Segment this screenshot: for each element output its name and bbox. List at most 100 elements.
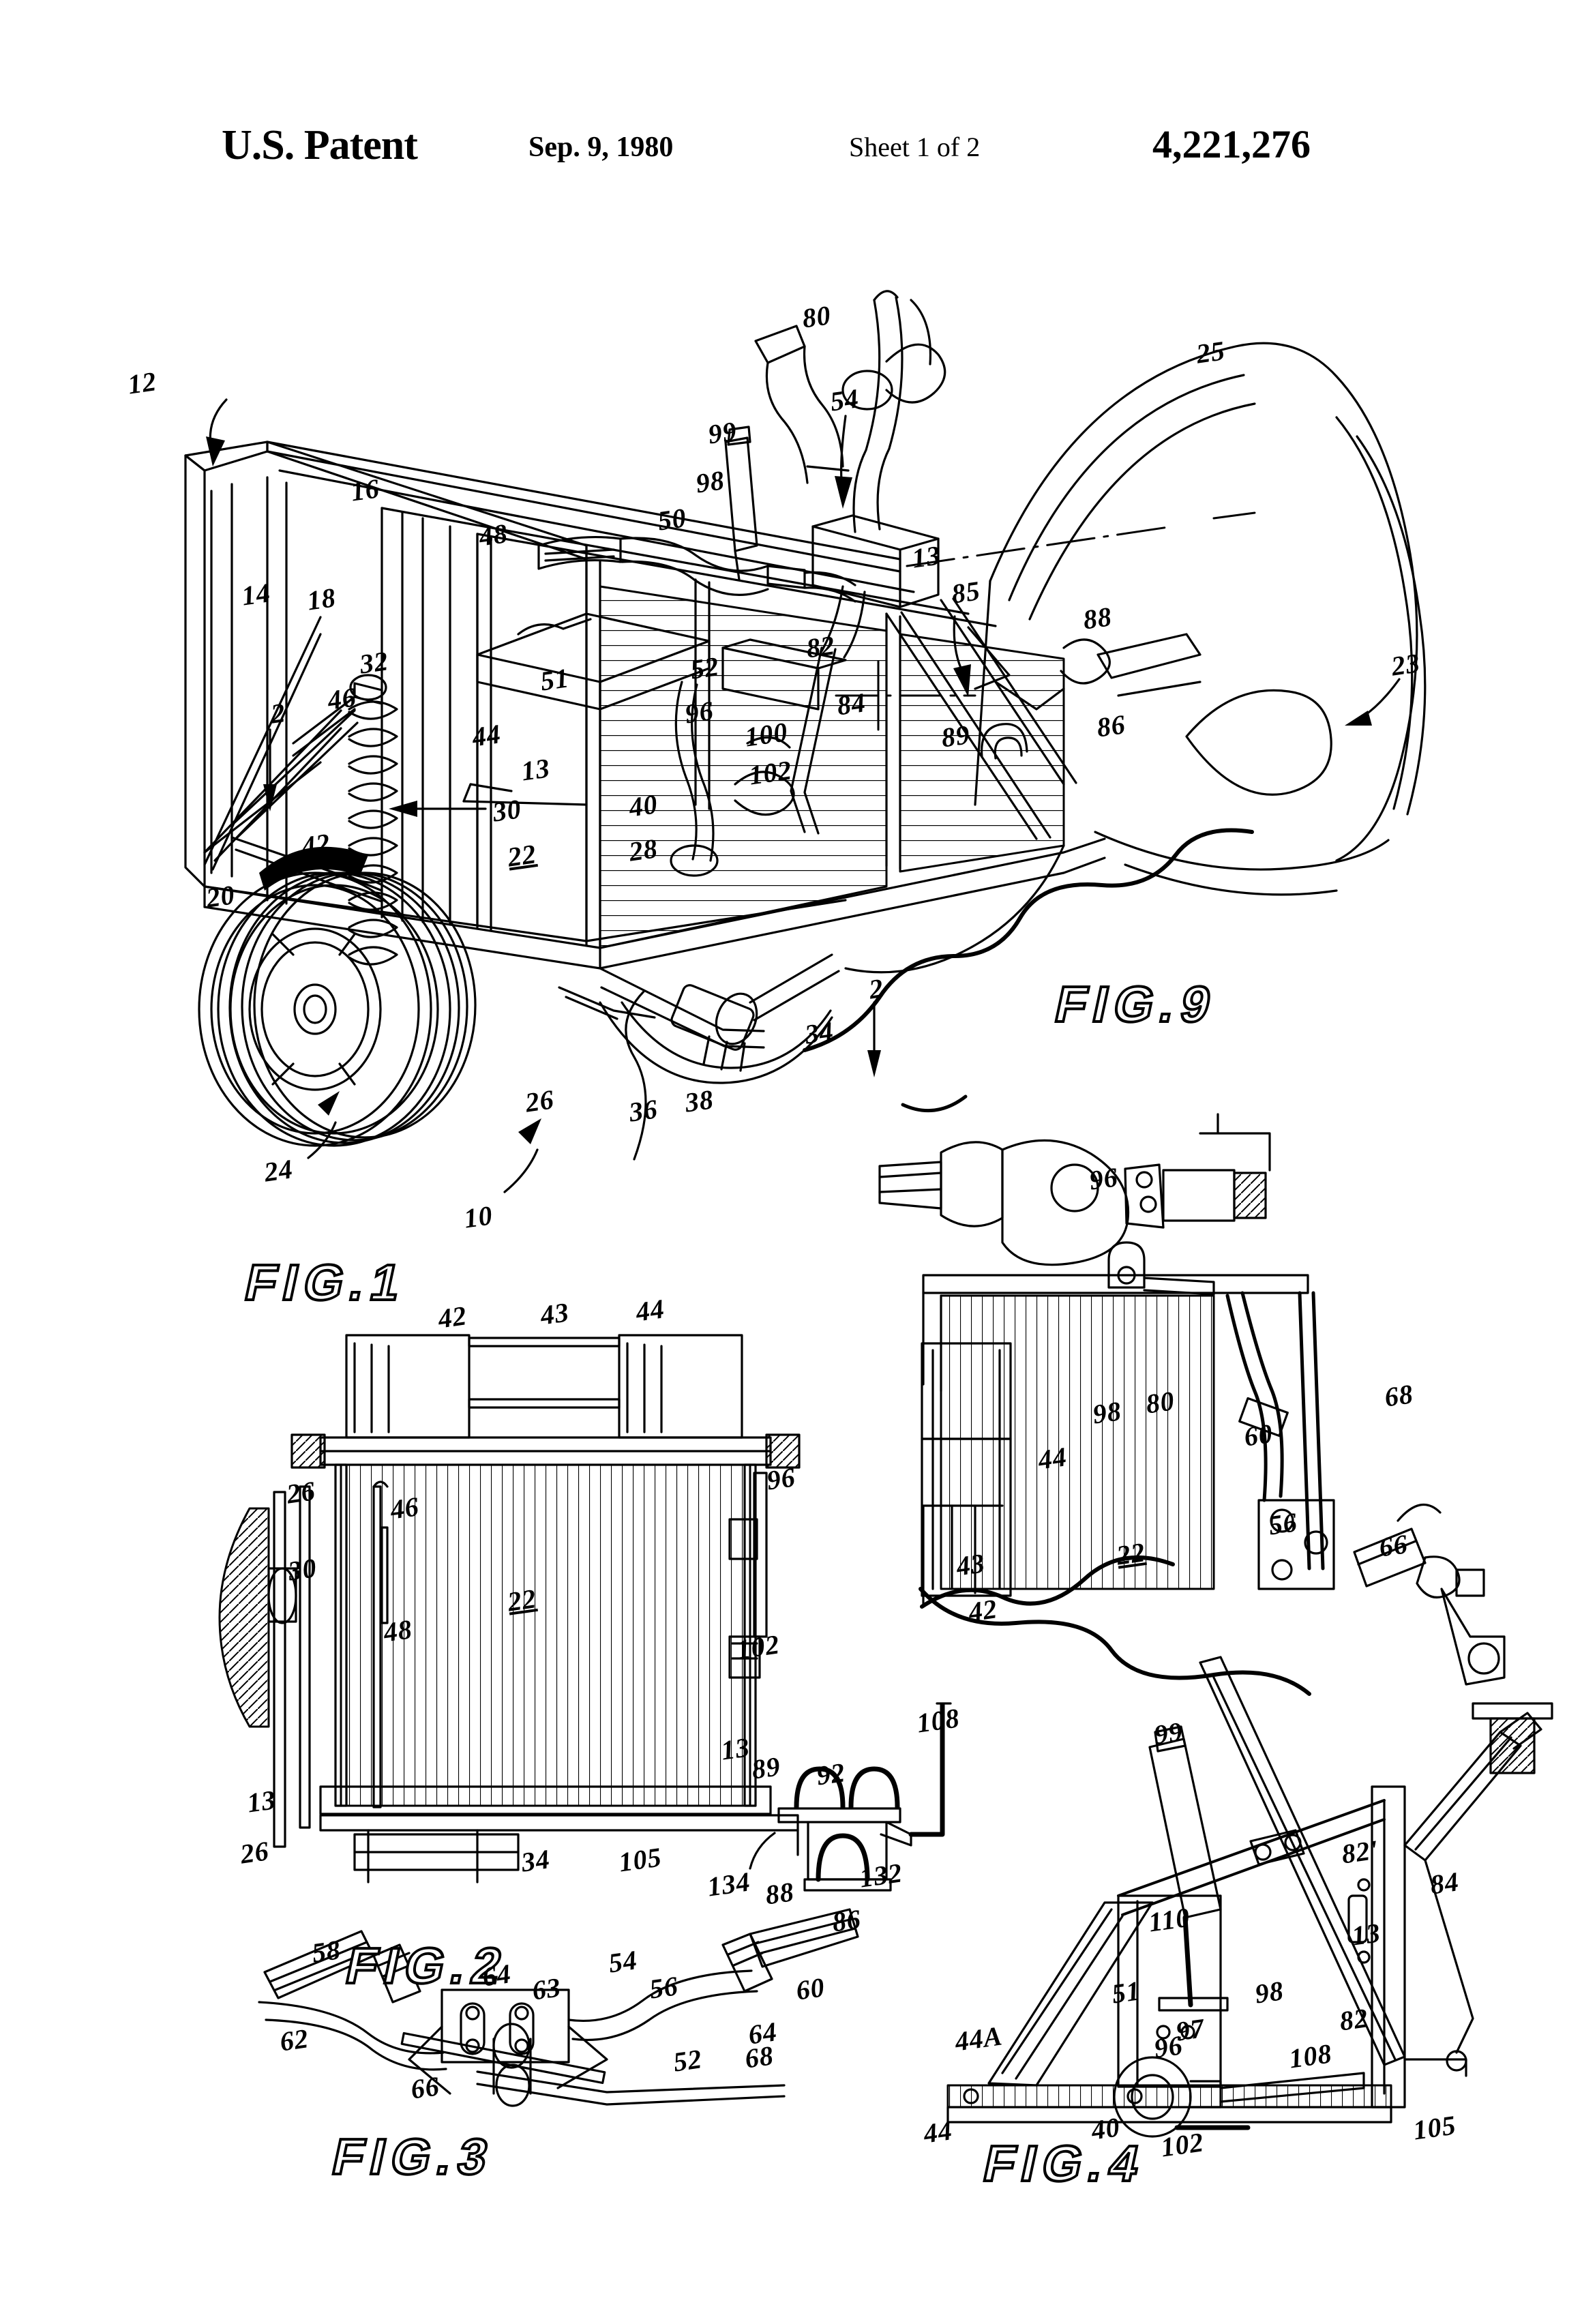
reference-numeral: 26 [523, 1084, 556, 1118]
reference-numeral: 13 [719, 1731, 752, 1766]
reference-numeral: 13 [519, 752, 552, 787]
reference-numeral: 51 [538, 662, 571, 697]
reference-numeral: 88 [763, 1876, 796, 1911]
fig1-arrow-12 [206, 398, 228, 466]
reference-numeral: 22 [505, 1583, 539, 1618]
fig1-arrow-54 [835, 415, 852, 509]
fig1-arrow-24 [307, 1091, 340, 1159]
reference-numeral: 96 [1152, 2029, 1185, 2064]
reference-numeral: 132 [857, 1857, 905, 1894]
reference-numeral: 100 [743, 716, 790, 753]
reference-numeral: 60 [1242, 1418, 1275, 1452]
reference-numeral: 64 [480, 1958, 513, 1993]
reference-numeral: 66 [1377, 1528, 1410, 1563]
reference-numeral: 40 [1089, 2111, 1122, 2146]
reference-numeral: 10 [462, 1200, 495, 1234]
reference-numeral: 42 [966, 1593, 1000, 1628]
reference-numeral: 68 [743, 2040, 776, 2074]
reference-numeral: 96 [683, 695, 716, 730]
reference-numeral: 92 [814, 1757, 848, 1791]
reference-numeral: 28 [627, 833, 660, 867]
reference-numeral: 82 [804, 629, 837, 664]
reference-numeral: 42 [299, 827, 333, 862]
reference-numeral: 68 [1382, 1378, 1416, 1413]
reference-numeral: 134 [705, 1866, 753, 1903]
fig1-fender-break [599, 990, 833, 1161]
fig1-vehicle-body-outline [803, 342, 1427, 1052]
figure-caption-fig4: FIG.4 [977, 2134, 1152, 2193]
fig1-arrow-23 [1345, 678, 1401, 726]
patent-date: Sep. 9, 1980 [528, 132, 674, 163]
reference-numeral: 13 [1349, 1917, 1383, 1952]
reference-numeral: 46 [388, 1491, 421, 1525]
fig9-assembly [878, 1094, 1335, 1696]
reference-numeral: 63 [530, 1971, 563, 2006]
reference-numeral: 108 [914, 1702, 962, 1739]
reference-numeral: 82' [1339, 1834, 1381, 1870]
reference-numeral: 98 [693, 464, 727, 499]
fig1-assembly [184, 290, 1427, 1193]
reference-numeral: 43 [538, 1296, 571, 1331]
fig1-tongue [585, 899, 847, 1051]
reference-numeral: 14 [239, 577, 273, 612]
reference-numeral: 82 [1337, 2002, 1371, 2037]
reference-numeral: 96 [1087, 1161, 1120, 1196]
reference-numeral: 16 [348, 473, 382, 507]
reference-numeral: 34 [803, 1015, 836, 1050]
reference-numeral: 48 [381, 1613, 415, 1648]
reference-numeral: 89 [749, 1751, 783, 1785]
fig4-assembly [920, 1503, 1553, 2138]
reference-numeral: 32 [357, 645, 391, 680]
reference-numeral: 105 [1411, 2109, 1459, 2146]
reference-numeral: 84 [835, 687, 868, 721]
reference-numeral: 52 [688, 651, 721, 685]
reference-numeral: 42 [436, 1300, 469, 1335]
reference-numeral: 99 [1152, 1716, 1185, 1751]
reference-numeral: 54 [828, 383, 861, 417]
reference-numeral: 56 [1266, 1506, 1300, 1541]
reference-numeral: 51 [1109, 1975, 1143, 2010]
reference-numeral: 44 [470, 718, 503, 753]
reference-numeral: 12 [125, 366, 159, 400]
figure-caption-fig1: FIG.1 [239, 1253, 414, 1312]
reference-numeral: 38 [683, 1084, 716, 1118]
reference-numeral: 66 [408, 2070, 442, 2105]
reference-numeral: 62 [278, 2023, 311, 2057]
reference-numeral: 44 [921, 2115, 955, 2149]
reference-numeral: 88 [1081, 601, 1114, 636]
reference-numeral: 58 [310, 1934, 343, 1969]
reference-numeral: 105 [616, 1841, 664, 1878]
reference-numeral: 30 [286, 1552, 319, 1587]
reference-numeral: 44A [953, 2020, 1004, 2057]
reference-numeral: 46 [325, 681, 359, 716]
fig1-section-arrow-2-left [263, 728, 277, 811]
patent-header: U.S. Patent Sep. 9, 1980 Sheet 1 of 2 4,… [0, 121, 1582, 183]
sheet-indicator: Sheet 1 of 2 [849, 132, 981, 162]
reference-numeral: 24 [262, 1153, 295, 1188]
fig1-right-linkage [734, 511, 1256, 840]
fig1-handlebar-controls [537, 290, 946, 877]
reference-numeral: 26 [284, 1475, 318, 1510]
reference-numeral: 23 [1389, 647, 1422, 682]
reference-numeral: 84 [1428, 1866, 1461, 1901]
reference-numeral: 44 [633, 1293, 667, 1328]
reference-numeral: 52 [671, 2043, 704, 2078]
reference-numeral: 48 [477, 518, 510, 552]
reference-numeral: 86 [1094, 709, 1128, 743]
reference-numeral: 50 [655, 502, 689, 537]
reference-numeral: 44 [1036, 1441, 1069, 1476]
reference-numeral: 56 [647, 1970, 681, 2005]
reference-numeral: 43 [954, 1547, 987, 1582]
reference-numeral: 22 [1114, 1536, 1148, 1571]
figure-caption-fig3: FIG.3 [326, 2127, 501, 2186]
reference-numeral: 96 [764, 1461, 798, 1496]
figure-caption-fig9: FIG.9 [1049, 974, 1224, 1034]
reference-numeral: 85 [949, 575, 983, 610]
patent-number: 4,221,276 [1152, 122, 1311, 166]
reference-numeral: 102 [1159, 2126, 1206, 2163]
reference-numeral: 22 [505, 838, 539, 873]
reference-numeral: 40 [627, 788, 660, 823]
reference-numeral: 30 [490, 793, 524, 828]
reference-numeral: 36 [627, 1093, 660, 1128]
fig2-assembly [218, 1334, 952, 1892]
